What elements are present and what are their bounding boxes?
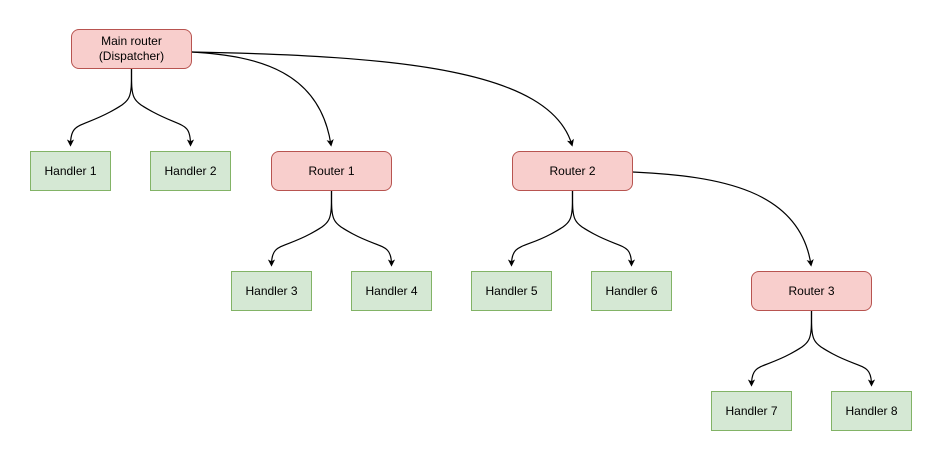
node-handler-8[interactable]: Handler 8 [831,391,912,431]
node-handler-7[interactable]: Handler 7 [711,391,792,431]
node-label-router-1: Router 1 [308,163,355,178]
node-label-handler-1: Handler 1 [44,163,97,178]
edge-router-1-to-handler-4 [330,190,396,267]
edge-main-router-to-router-1 [191,51,334,147]
node-router-3[interactable]: Router 3 [751,271,872,311]
node-label-main-router: Main router (Dispatcher) [98,34,165,63]
edges-group [66,51,876,387]
edge-main-router-to-handler-2 [130,68,195,147]
node-label-handler-5: Handler 5 [485,283,538,298]
edge-main-router-to-handler-1 [66,68,133,147]
edge-router-2-to-handler-6 [571,190,636,267]
node-handler-2[interactable]: Handler 2 [150,151,231,191]
edge-router-3-to-handler-8 [810,310,876,387]
edge-router-3-to-handler-7 [747,310,813,387]
node-router-1[interactable]: Router 1 [271,151,392,191]
node-router-2[interactable]: Router 2 [512,151,633,191]
node-handler-5[interactable]: Handler 5 [471,271,552,311]
edge-router-2-to-router-3 [632,171,814,267]
node-label-router-3: Router 3 [788,283,835,298]
node-handler-6[interactable]: Handler 6 [591,271,672,311]
node-main-router[interactable]: Main router (Dispatcher) [71,29,192,69]
edge-main-router-to-router-2 [191,51,574,147]
node-label-handler-6: Handler 6 [605,283,658,298]
edge-router-1-to-handler-3 [267,190,333,267]
edge-router-2-to-handler-5 [507,190,574,267]
node-label-handler-2: Handler 2 [164,163,217,178]
node-label-handler-8: Handler 8 [845,403,898,418]
node-handler-1[interactable]: Handler 1 [30,151,111,191]
node-handler-3[interactable]: Handler 3 [231,271,312,311]
node-label-router-2: Router 2 [549,163,596,178]
node-label-handler-7: Handler 7 [725,403,778,418]
node-label-handler-3: Handler 3 [245,283,298,298]
node-handler-4[interactable]: Handler 4 [351,271,432,311]
node-label-handler-4: Handler 4 [365,283,418,298]
